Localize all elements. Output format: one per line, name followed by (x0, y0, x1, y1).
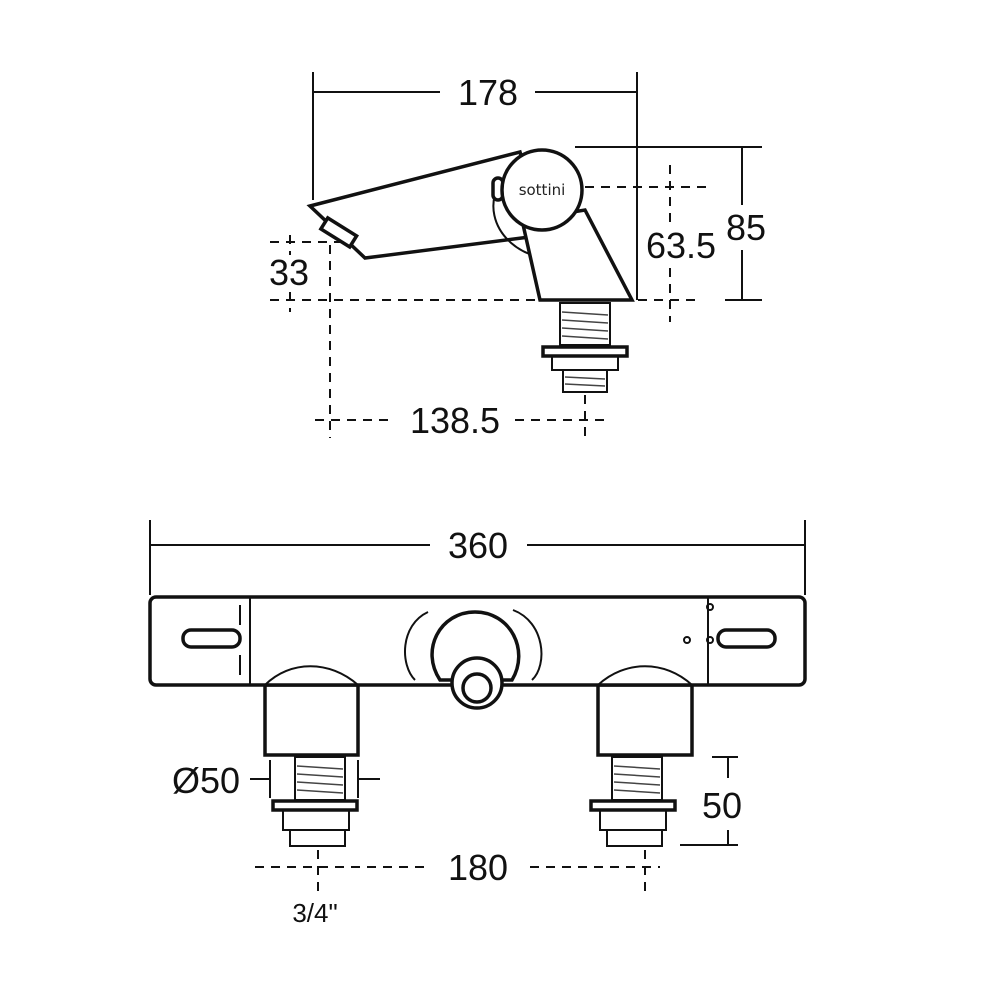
dim-inlet-diameter: Ø50 (172, 760, 240, 801)
side-view: 178 sottini (269, 72, 766, 441)
dim-overall-height: 85 (726, 207, 766, 248)
brand-logo: sottini (519, 181, 566, 199)
dim-spout-height: 33 (269, 252, 309, 293)
dimension-360: 360 (149, 520, 806, 595)
dim-overall-width: 360 (448, 525, 508, 566)
dimension-lines-side: 33 63.5 85 138.5 (269, 125, 766, 441)
dim-overall-length: 178 (458, 72, 518, 113)
thread-size-label: 3/4" (292, 898, 337, 928)
dim-outlet-height: 63.5 (646, 225, 716, 266)
handle-knob (500, 148, 584, 232)
dim-inlet-centres: 180 (448, 847, 508, 888)
dimension-lines-front: Ø50 50 180 3/4" (172, 756, 742, 928)
dimension-178: 178 (312, 72, 638, 200)
spout: sottini (306, 148, 635, 302)
front-view: 360 (148, 520, 807, 928)
dim-inlet-length: 50 (702, 785, 742, 826)
inlet-fittings (271, 756, 677, 847)
tail-fitting (541, 302, 629, 393)
dim-projection: 138.5 (410, 400, 500, 441)
mixer-body (148, 595, 807, 757)
